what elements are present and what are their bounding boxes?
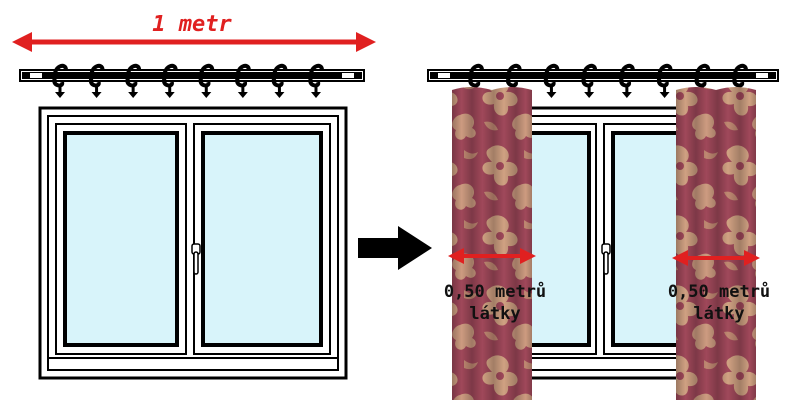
glass-pane bbox=[203, 133, 321, 345]
glass-pane bbox=[65, 133, 177, 345]
curtain-label-line1: 0,50 metrů bbox=[420, 281, 570, 303]
right-arrow-icon bbox=[358, 226, 432, 270]
window-left bbox=[40, 108, 346, 378]
curtain-label-left: 0,50 metrů látky bbox=[420, 281, 570, 325]
right-panel bbox=[428, 66, 778, 400]
curtain-label-line2: látky bbox=[420, 303, 570, 325]
curtain-label-line1: 0,50 metrů bbox=[644, 281, 794, 303]
curtain-left bbox=[452, 87, 532, 400]
curtain-label-line2: látky bbox=[644, 303, 794, 325]
curtain-label-right: 0,50 metrů látky bbox=[644, 281, 794, 325]
curtain-rod-left bbox=[20, 66, 364, 98]
top-measure-label: 1 metr bbox=[152, 12, 232, 37]
curtain-right bbox=[676, 87, 756, 400]
left-panel: 1 metr bbox=[20, 12, 366, 378]
